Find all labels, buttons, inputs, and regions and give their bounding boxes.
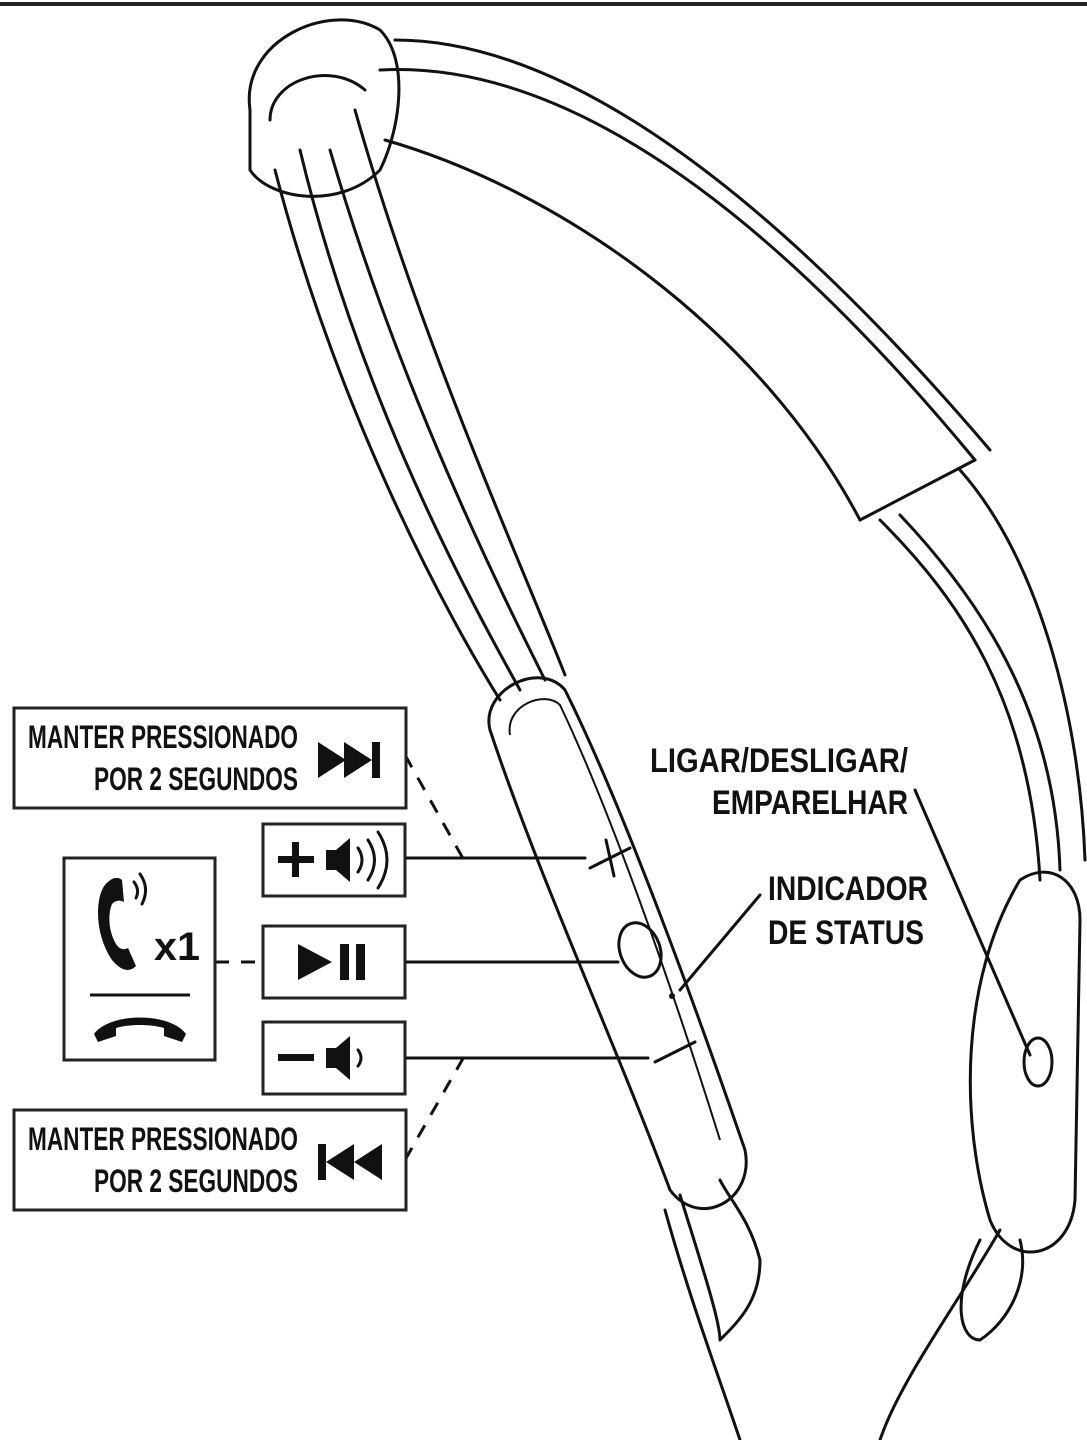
left-earpiece-inner xyxy=(268,74,367,122)
leader-power xyxy=(913,788,1032,1057)
leader-status xyxy=(678,893,762,992)
power-pair-label-line1: LIGAR/DESLIGAR/ xyxy=(650,742,908,780)
neckband-outer xyxy=(378,68,977,462)
play-pause-icon xyxy=(298,944,365,980)
hang-up-icon xyxy=(94,1017,186,1042)
call-box: x1 xyxy=(62,856,217,1062)
left-earpiece xyxy=(247,18,401,198)
play-pause-control xyxy=(617,921,663,979)
hold-prev-line1: MANTER PRESSIONADO xyxy=(28,1121,298,1157)
leader-next-dashed xyxy=(403,754,467,863)
volume-down-icon xyxy=(278,1036,363,1080)
left-cable-3 xyxy=(353,108,567,677)
right-control-unit xyxy=(968,870,1082,1254)
left-lower-loop xyxy=(678,1178,762,1342)
left-cable-4 xyxy=(273,168,502,702)
hold-prev-line2: POR 2 SEGUNDOS xyxy=(94,1163,298,1199)
volume-up-control xyxy=(588,838,632,878)
hold-next-track-box: MANTER PRESSIONADO POR 2 SEGUNDOS xyxy=(12,706,408,810)
left-control-unit xyxy=(487,676,748,1210)
neckband-headset xyxy=(247,18,1087,1440)
next-track-icon xyxy=(318,742,380,778)
phone-ringing-icon xyxy=(98,872,147,970)
right-cable-1 xyxy=(878,518,1042,882)
hold-next-line2: POR 2 SEGUNDOS xyxy=(94,761,298,797)
status-indicator-label-line2: DE STATUS xyxy=(768,914,924,952)
volume-down-control xyxy=(653,1040,697,1064)
volume-down-box xyxy=(261,1020,407,1096)
right-lower-cable xyxy=(878,1228,1002,1440)
previous-track-icon xyxy=(318,1144,382,1180)
leader-prev-dashed xyxy=(403,1054,467,1161)
neckband-top-edge xyxy=(393,38,992,452)
power-pair-button xyxy=(1022,1036,1054,1088)
status-indicator-label-line1: INDICADOR xyxy=(768,870,928,908)
volume-up-box xyxy=(261,822,407,898)
play-pause-box xyxy=(261,924,407,1000)
hold-previous-track-box: MANTER PRESSIONADO POR 2 SEGUNDOS xyxy=(12,1108,408,1212)
hold-next-line1: MANTER PRESSIONADO xyxy=(28,719,298,755)
right-cable-2 xyxy=(898,513,1062,872)
status-led xyxy=(669,993,675,999)
left-lower-cable xyxy=(663,1208,742,1440)
neckband-inner xyxy=(383,138,862,522)
left-control-unit-rim xyxy=(508,698,721,1141)
call-count: x1 xyxy=(154,925,200,969)
neckband-end xyxy=(858,458,977,522)
right-lower-loop xyxy=(959,1238,1025,1342)
left-cable-2 xyxy=(328,148,547,682)
volume-up-icon xyxy=(278,830,389,890)
power-pair-label-line2: EMPARELHAR xyxy=(712,784,908,822)
left-cable-1 xyxy=(298,148,522,692)
right-cable-3 xyxy=(958,468,1087,862)
